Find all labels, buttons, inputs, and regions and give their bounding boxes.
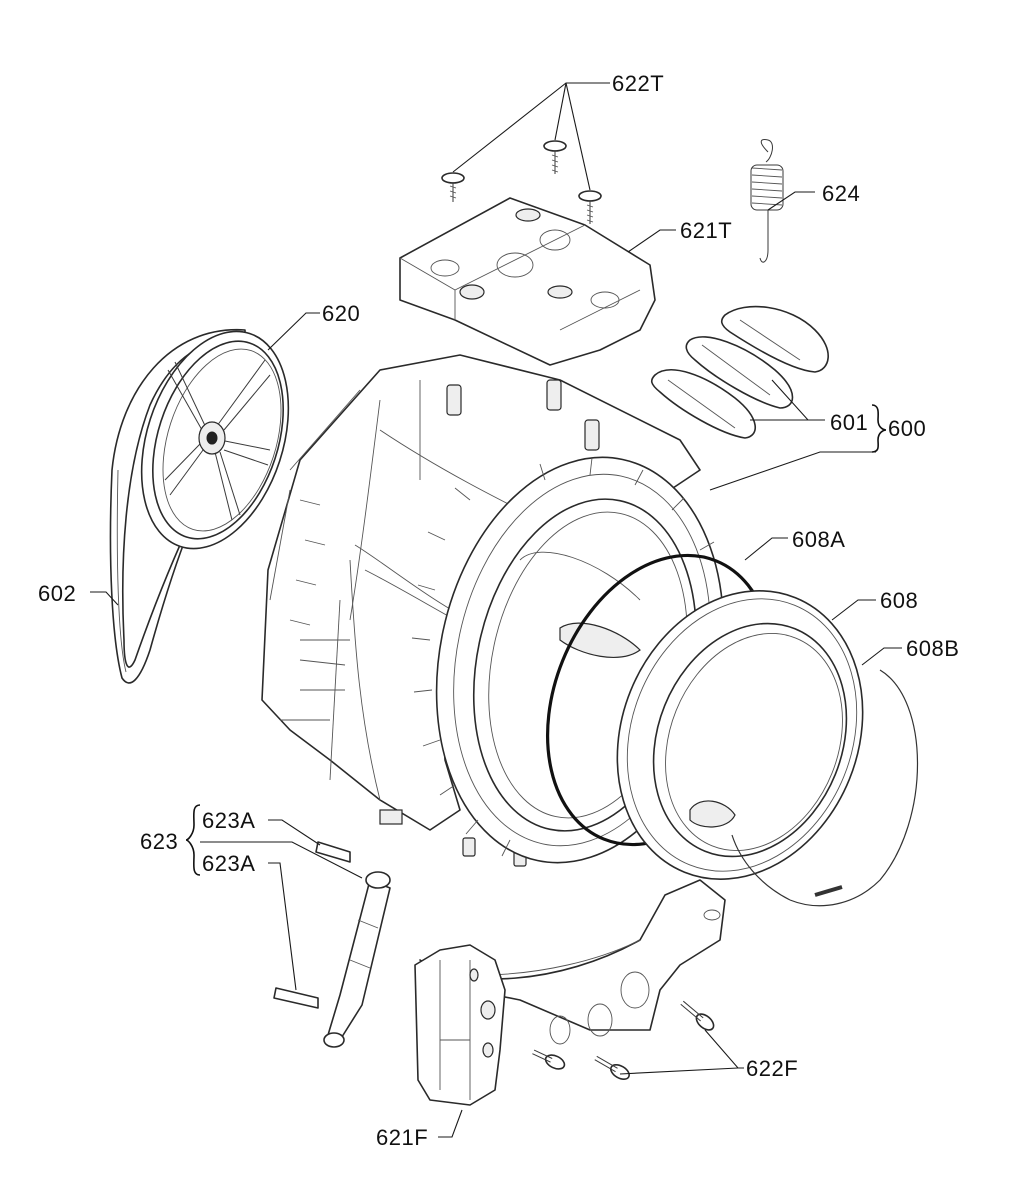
drum-pulley xyxy=(140,330,290,550)
brace-601-600 xyxy=(871,404,887,453)
label-601: 601 xyxy=(830,410,868,435)
leader-lines xyxy=(90,82,902,1138)
suspension-spring xyxy=(750,139,784,263)
shock-damper xyxy=(323,871,391,1048)
top-screws xyxy=(441,140,602,224)
label-622t: 622T xyxy=(612,71,664,96)
top-counterweight xyxy=(399,197,656,366)
brace-623 xyxy=(185,804,201,876)
label-608: 608 xyxy=(880,588,918,613)
label-621t: 621T xyxy=(680,218,732,243)
label-622f: 622F xyxy=(746,1056,798,1081)
label-623: 623 xyxy=(140,829,178,854)
front-counterweight xyxy=(414,944,506,1106)
front-tub xyxy=(419,590,864,1045)
door-gasket xyxy=(731,669,918,907)
label-608a: 608A xyxy=(792,527,845,552)
label-620: 620 xyxy=(322,301,360,326)
label-624: 624 xyxy=(822,181,860,206)
label-602: 602 xyxy=(38,581,76,606)
damper-pins xyxy=(273,841,351,1009)
label-623a-top: 623A xyxy=(202,808,255,833)
label-623a-bottom: 623A xyxy=(202,851,255,876)
label-600: 600 xyxy=(888,416,926,441)
label-608b: 608B xyxy=(906,636,959,661)
front-screws xyxy=(532,1000,715,1081)
drum-paddles xyxy=(650,305,829,439)
label-621f: 621F xyxy=(376,1125,428,1150)
part-labels: 622T 624 621T 620 601 600 602 608A 608 6… xyxy=(38,71,959,1150)
